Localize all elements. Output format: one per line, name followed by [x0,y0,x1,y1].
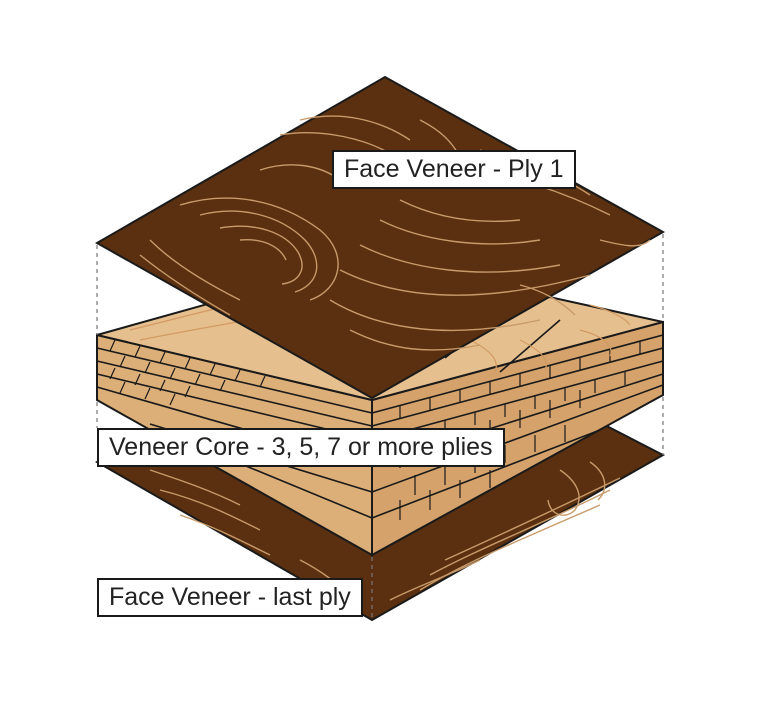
face-veneer-last-ply-label: Face Veneer - last ply [97,578,363,617]
veneer-core-label: Veneer Core - 3, 5, 7 or more plies [97,428,505,467]
face-veneer-ply1-label: Face Veneer - Ply 1 [332,150,576,189]
guide-lines [96,234,664,620]
